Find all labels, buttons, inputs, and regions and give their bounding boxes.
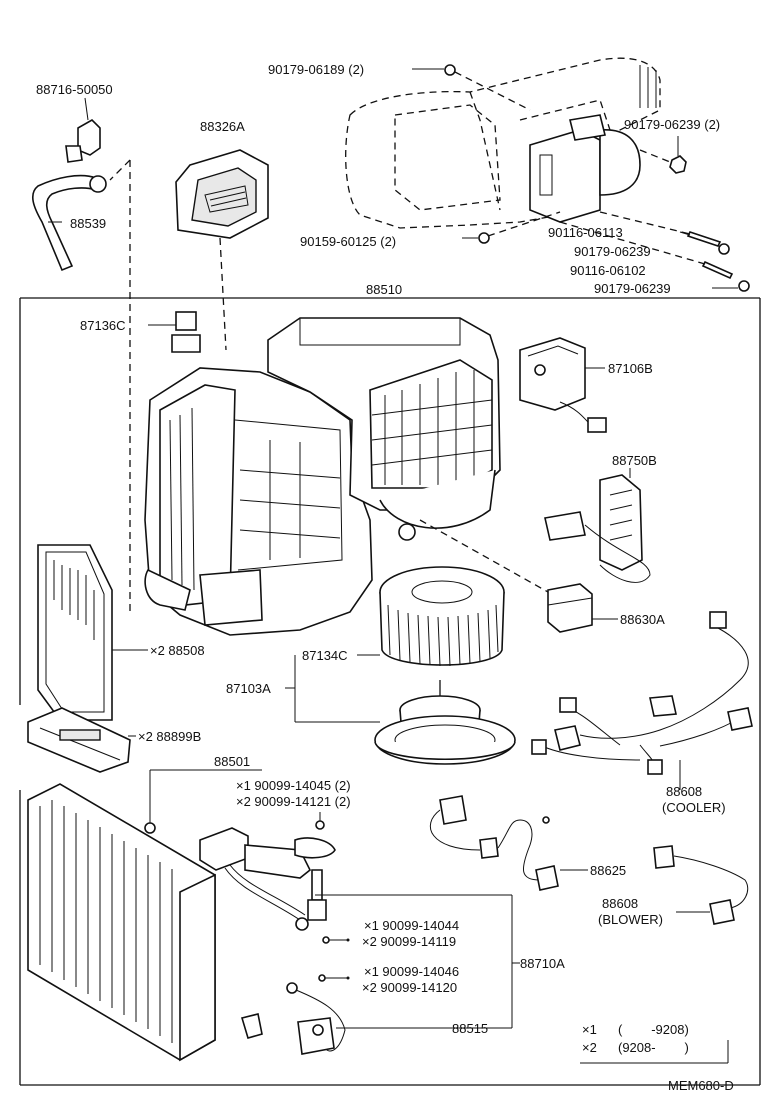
label-88630a: 88630A: [620, 612, 665, 627]
label-90099-14045: ×1 90099-14045 (2): [236, 778, 351, 793]
label-88508: ×2 88508: [150, 643, 205, 658]
label-87106b: 87106B: [608, 361, 653, 376]
evaporator-fins: [39, 800, 173, 1043]
leader-87103a: [285, 654, 380, 723]
labels: 90179-06189 (2) 88716-50050 88326A 88539…: [36, 62, 734, 1093]
harness-cooler: [531, 611, 753, 790]
label-90099-14120: ×2 90099-14120: [362, 980, 457, 995]
blower-motor: [374, 680, 516, 765]
label-90116-06113: 90116-06113: [548, 225, 623, 240]
label-88501: 88501: [214, 754, 250, 769]
label-88608-cooler-sub: (COOLER): [662, 800, 726, 815]
label-88539: 88539: [70, 216, 106, 231]
label-90179-06239-c: 90179-06239: [594, 281, 671, 296]
duct-gasket: [175, 149, 269, 239]
label-90099-14121: ×2 90099-14121 (2): [236, 794, 351, 809]
blower-case: [267, 317, 501, 541]
blower-fan: [379, 566, 505, 667]
legend-2-mark: ×2: [582, 1040, 597, 1055]
resistor-88630a: [547, 583, 618, 633]
fan-blades: [387, 604, 499, 667]
label-88750b: 88750B: [612, 453, 657, 468]
label-90179-06239-b: 90179-06239: [574, 244, 651, 259]
diagram-code: MEM680-D: [668, 1078, 734, 1093]
label-90116-06102: 90116-06102: [570, 263, 646, 278]
harness-88625: [430, 795, 588, 891]
label-88515: 88515: [452, 1021, 488, 1036]
upper-duct-housing: [345, 57, 661, 229]
label-90159-60125: 90159-60125 (2): [300, 234, 396, 249]
label-88326a: 88326A: [200, 119, 245, 134]
label-90179-06239-a: 90179-06239 (2): [624, 117, 720, 132]
label-90099-14044: ×1 90099-14044: [364, 918, 459, 933]
evaporator-core: [27, 769, 262, 1062]
label-87134c: 87134C: [302, 648, 348, 663]
amplifier-88750b: [544, 468, 651, 583]
label-87136c: 87136C: [80, 318, 126, 333]
label-90099-14119: ×2 90099-14119: [362, 934, 456, 949]
label-90179-06189: 90179-06189 (2): [268, 62, 364, 77]
label-88608-cooler: 88608: [666, 784, 702, 799]
drain-hose: [31, 174, 107, 272]
label-87103a: 87103A: [226, 681, 271, 696]
label-88510: 88510: [366, 282, 402, 297]
legend-1-range: ( -9208): [618, 1022, 689, 1037]
label-88710a: 88710A: [520, 956, 565, 971]
fasteners-upper: [412, 64, 750, 292]
hose-clip: [65, 97, 101, 163]
harness-blower: [653, 845, 749, 925]
label-88608-blower: 88608: [602, 896, 638, 911]
label-88608-blower-sub: (BLOWER): [598, 912, 663, 927]
expansion-valve: [199, 812, 348, 982]
legend-2-range: (9208- ): [618, 1040, 689, 1055]
thermistor-88515: [240, 982, 346, 1055]
label-88625: 88625: [590, 863, 626, 878]
evaporator-case: [144, 367, 373, 636]
filter-cover: [27, 707, 136, 773]
servo-87106b: [519, 337, 607, 433]
pointer-dots: [346, 938, 350, 980]
label-88716-50050: 88716-50050: [36, 82, 113, 97]
air-filter: [37, 544, 148, 721]
legend-1-mark: ×1: [582, 1022, 597, 1037]
label-90099-14046: ×1 90099-14046: [364, 964, 459, 979]
leader-88710a: [315, 894, 520, 1029]
filter-grille: [371, 370, 493, 485]
label-88899b: ×2 88899B: [138, 729, 201, 744]
unit-frame: [19, 297, 761, 1086]
legend-bracket: [580, 1040, 729, 1064]
connector-87136c: [148, 311, 201, 353]
